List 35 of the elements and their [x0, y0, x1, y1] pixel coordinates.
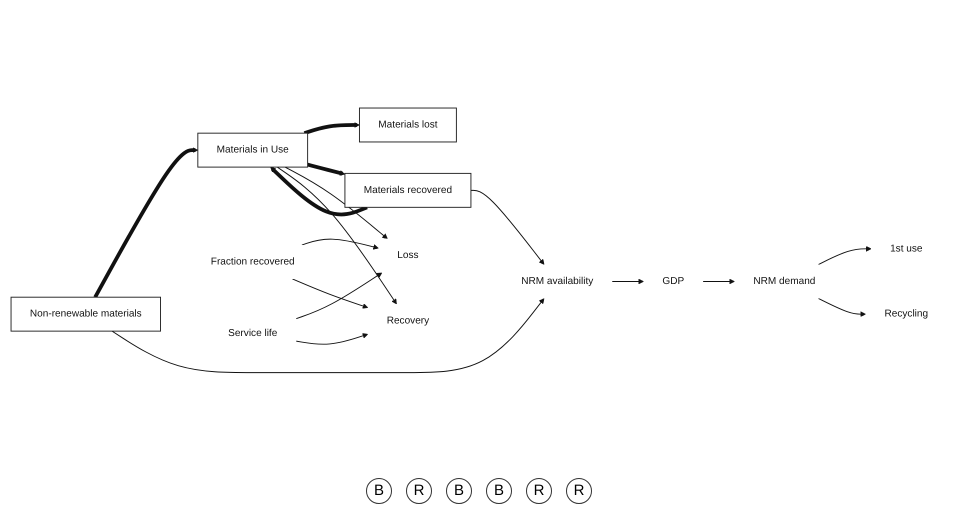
node-text: NRM demand: [753, 276, 816, 286]
arrow: [296, 272, 382, 319]
loop-label: R: [566, 478, 592, 504]
arrow: [301, 238, 379, 250]
loop-label: B: [366, 478, 392, 504]
arrow: [307, 162, 346, 176]
node-text: Service life: [228, 328, 278, 338]
arrow: [94, 147, 198, 298]
arrow: [276, 166, 397, 304]
arrow: [612, 278, 644, 284]
arrow: [470, 190, 544, 264]
arrow: [304, 122, 360, 135]
arrow: [284, 166, 388, 239]
arrow: [112, 298, 544, 373]
node-text: Recovery: [386, 315, 430, 326]
arrow: [296, 332, 368, 344]
loop-label: B: [486, 478, 512, 504]
node-text: Loss: [397, 250, 419, 260]
loop-label: R: [526, 478, 552, 504]
loop-label: R: [406, 478, 432, 504]
arrow: [292, 278, 368, 308]
node-text: 1st use: [890, 242, 923, 254]
node-box: Non-renewable materials: [10, 296, 161, 332]
arrow: [270, 166, 368, 216]
arrow: [702, 278, 735, 284]
node-text: NRM availability: [521, 276, 594, 286]
node-text: Fraction recovered: [210, 256, 295, 267]
arrow: [818, 298, 866, 317]
arrow: [818, 246, 872, 265]
node-box: Materials recovered: [344, 172, 472, 208]
node-text: Recycling: [884, 308, 928, 319]
loop-label: B: [446, 478, 472, 504]
node-box: Materials lost: [358, 107, 457, 142]
node-box: Materials in Use: [197, 132, 308, 168]
node-text: GDP: [662, 276, 684, 286]
